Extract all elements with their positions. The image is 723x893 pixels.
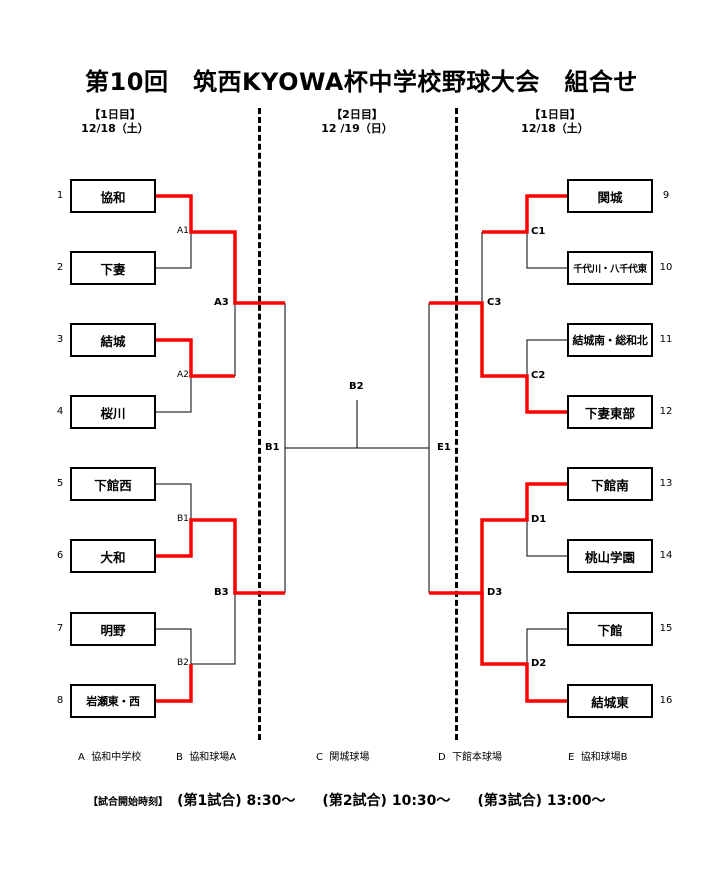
win-line	[156, 194, 285, 305]
bracket-line	[156, 232, 192, 269]
match-label: C3	[487, 297, 502, 308]
team-box: 明野	[70, 612, 156, 646]
team-box: 桃山学園	[567, 539, 653, 573]
schedule-time: (第1試合) 8:30～	[177, 793, 296, 809]
match-label: B1	[177, 514, 189, 524]
seed-number: 2	[56, 262, 64, 273]
seed-number: 13	[659, 478, 673, 489]
team-box: 下館西	[70, 467, 156, 501]
match-label: A2	[177, 370, 189, 380]
team-box: 下妻	[70, 251, 156, 285]
team-box: 関城	[567, 179, 653, 213]
venue-name: 協和球場A	[189, 752, 237, 763]
venue-legend-item: C 関城球場	[316, 748, 369, 763]
win-line	[156, 338, 235, 378]
page-title: 第10回 筑西KYOWA杯中学校野球大会 組合せ	[85, 68, 638, 96]
team-box: 岩瀬東・西	[70, 684, 156, 718]
seed-number: 14	[659, 550, 673, 561]
win-line	[429, 301, 567, 414]
match-label: C1	[531, 226, 546, 237]
venue-code: E	[568, 752, 575, 763]
venue-legend-item: A 協和中学校	[78, 748, 141, 763]
venue-name: 関城球場	[329, 752, 370, 763]
venue-legend-item: B 協和球場A	[176, 748, 236, 763]
team-box: 千代川・八千代東	[567, 251, 653, 285]
seed-number: 3	[56, 334, 64, 345]
bracket-line	[156, 483, 192, 520]
team-box: 大和	[70, 539, 156, 573]
match-label: B2	[349, 381, 364, 392]
seed-number: 16	[659, 695, 673, 706]
team-box: 桜川	[70, 395, 156, 429]
day-header-center: 【2日目】 12 /19（日）	[287, 108, 427, 136]
match-label: D2	[531, 658, 547, 669]
bracket-line	[526, 628, 567, 664]
seed-number: 9	[662, 190, 670, 201]
bracket-line	[526, 232, 567, 269]
win-line	[156, 664, 193, 703]
venue-name: 協和球場B	[580, 752, 628, 763]
venue-name: 協和中学校	[91, 752, 142, 763]
team-box: 下館	[567, 612, 653, 646]
match-label: C2	[531, 370, 546, 381]
day-label: 【2日目】	[331, 108, 383, 121]
schedule-time: (第2試合) 10:30～	[322, 793, 451, 809]
match-label: D3	[487, 587, 503, 598]
win-line	[429, 482, 567, 595]
win-line	[482, 194, 567, 234]
team-box: 下館南	[567, 467, 653, 501]
seed-number: 7	[56, 623, 64, 634]
day-date: 12/18（土）	[521, 122, 589, 135]
seed-number: 11	[659, 334, 673, 345]
win-line	[480, 593, 567, 703]
bracket-line	[526, 520, 567, 557]
win-line	[156, 518, 285, 595]
day-divider-right	[455, 108, 458, 740]
schedule-row: 【試合開始時刻】 (第1試合) 8:30～ (第2試合) 10:30～ (第3試…	[88, 790, 627, 810]
day-label: 【1日目】	[529, 108, 581, 121]
day-header-left: 【1日目】 12/18（土）	[45, 108, 185, 136]
seed-number: 8	[56, 695, 64, 706]
bracket-line	[526, 339, 567, 376]
team-box: 下妻東部	[567, 395, 653, 429]
match-label: B3	[214, 587, 229, 598]
match-label: B1	[265, 442, 280, 453]
bracket-line	[156, 376, 192, 413]
team-box: 協和	[70, 179, 156, 213]
bracket-line	[156, 628, 192, 664]
seed-number: 10	[659, 262, 673, 273]
day-label: 【1日目】	[89, 108, 141, 121]
day-date: 12 /19（日）	[321, 122, 393, 135]
team-box: 結城東	[567, 684, 653, 718]
day-header-right: 【1日目】 12/18（土）	[485, 108, 625, 136]
venue-legend-item: D 下館本球場	[438, 748, 502, 763]
schedule-time: (第3試合) 13:00～	[477, 793, 606, 809]
seed-number: 4	[56, 406, 64, 417]
match-label: A1	[177, 226, 189, 236]
seed-number: 12	[659, 406, 673, 417]
schedule-label: 【試合開始時刻】	[88, 797, 168, 808]
day-date: 12/18（土）	[81, 122, 149, 135]
venue-code: C	[316, 752, 323, 763]
day-divider-left	[258, 108, 261, 740]
seed-number: 5	[56, 478, 64, 489]
team-box: 結城	[70, 323, 156, 357]
match-label: E1	[437, 442, 451, 453]
venue-code: B	[176, 752, 183, 763]
team-box: 結城南・総和北	[567, 323, 653, 357]
seed-number: 1	[56, 190, 64, 201]
venue-name: 下館本球場	[452, 752, 503, 763]
venue-code: D	[438, 752, 446, 763]
venue-code: A	[78, 752, 85, 763]
match-label: B2	[177, 658, 189, 668]
venue-legend-item: E 協和球場B	[568, 748, 628, 763]
bracket-line	[191, 593, 236, 665]
match-label: A3	[214, 297, 229, 308]
seed-number: 15	[659, 623, 673, 634]
match-label: D1	[531, 514, 547, 525]
seed-number: 6	[56, 550, 64, 561]
